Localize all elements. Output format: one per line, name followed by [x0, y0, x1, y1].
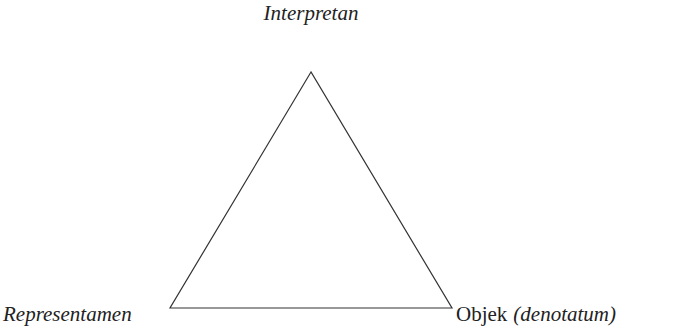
- vertex-label: Interpretan: [264, 1, 359, 25]
- vertex-label: Objek: [456, 302, 507, 326]
- vertex-label-note: (denotatum): [513, 302, 616, 326]
- triangle-outline: [170, 72, 452, 308]
- vertex-label: Representamen: [3, 302, 132, 326]
